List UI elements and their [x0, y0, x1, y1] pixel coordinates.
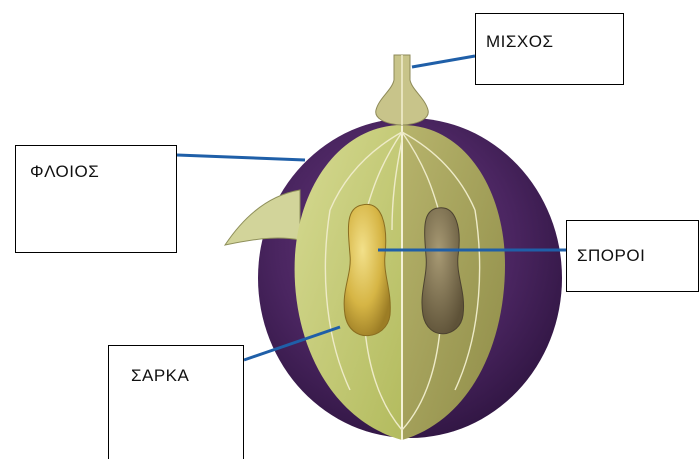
label-flesh: ΣΑΡΚΑ — [131, 366, 189, 386]
seed-left — [344, 204, 390, 335]
label-seeds: ΣΠΟΡΟΙ — [577, 246, 645, 266]
label-box-peel: ΦΛΟΙΟΣ — [15, 145, 177, 253]
label-box-stem: ΜΙΣΧΟΣ — [475, 13, 624, 85]
leader-line-peel — [177, 155, 305, 160]
leader-line-stem — [412, 56, 475, 67]
peel-flap — [225, 190, 300, 245]
seed-right — [422, 208, 464, 334]
label-peel: ΦΛΟΙΟΣ — [30, 162, 99, 182]
label-stem: ΜΙΣΧΟΣ — [486, 32, 553, 52]
label-box-flesh: ΣΑΡΚΑ — [108, 345, 244, 459]
label-box-seeds: ΣΠΟΡΟΙ — [566, 220, 699, 292]
